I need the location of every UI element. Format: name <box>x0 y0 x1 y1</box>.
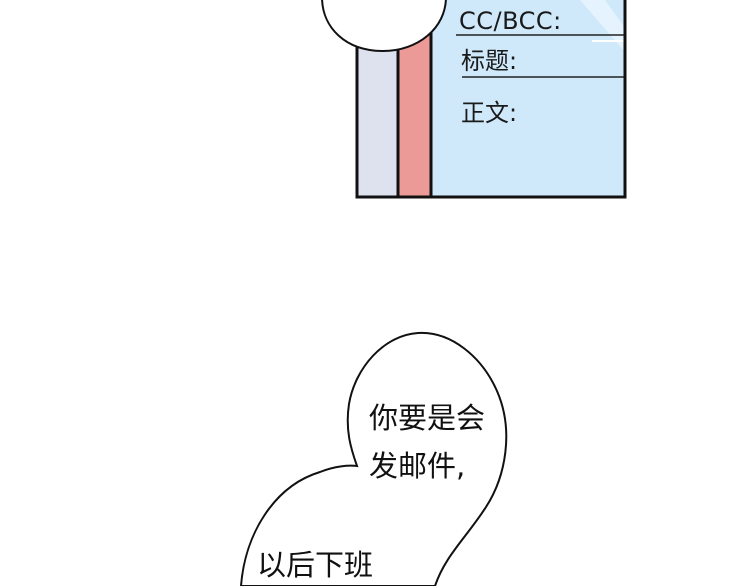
cc-bcc-label: CC/BCC: <box>459 7 562 35</box>
speech-text-line: 以后下班 <box>257 548 374 582</box>
body-label: 正文: <box>461 99 518 127</box>
round-head-shape <box>321 0 447 53</box>
screen-frame <box>355 0 627 199</box>
speech-text-line: 你要是会 <box>369 401 486 435</box>
subject-label: 标题: <box>461 47 518 75</box>
screen-reflection <box>580 0 625 52</box>
speech-bubble <box>239 331 508 586</box>
speech-text-line: 发邮件, <box>369 449 466 483</box>
